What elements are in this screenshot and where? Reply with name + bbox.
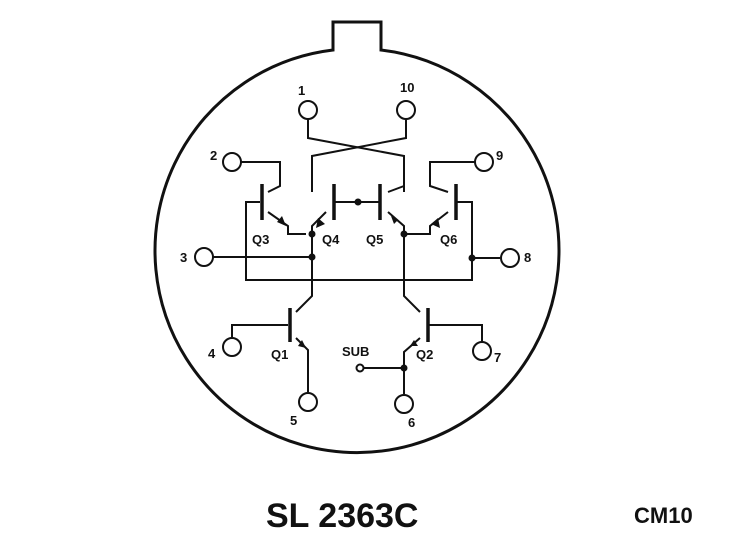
pin-label-2: 2: [210, 148, 217, 163]
pin-4-pad: [222, 337, 242, 357]
pin-8-pad: [500, 248, 520, 268]
pin-pads: [194, 100, 520, 414]
pin-label-6: 6: [408, 415, 415, 430]
device-title: SL 2363C: [266, 497, 418, 535]
pin-7-pad: [472, 341, 492, 361]
pin-1-pad: [298, 100, 318, 120]
transistor-bodies: [260, 184, 458, 342]
pin-10-pad: [396, 100, 416, 120]
package-code: CM10: [634, 503, 693, 528]
pin-label-10: 10: [400, 80, 414, 95]
pin-5-pad: [298, 392, 318, 412]
pin-2-pad: [222, 152, 242, 172]
pin-labels: 1 10 2 9 3 8 4 7 5 6: [180, 80, 531, 430]
pin-label-8: 8: [524, 250, 531, 265]
junction-dots: [308, 198, 476, 372]
pin-label-4: 4: [208, 346, 216, 361]
transistor-label-q4: Q4: [322, 232, 340, 247]
transistor-label-q3: Q3: [252, 232, 269, 247]
pin-label-5: 5: [290, 413, 297, 428]
pin-label-7: 7: [494, 350, 501, 365]
pin-6-pad: [394, 394, 414, 414]
pin-label-9: 9: [496, 148, 503, 163]
transistor-label-q6: Q6: [440, 232, 457, 247]
transistor-label-q5: Q5: [366, 232, 383, 247]
substrate-label: SUB: [342, 344, 369, 359]
circuit-wiring: [213, 118, 500, 394]
pin-9-pad: [474, 152, 494, 172]
transistor-label-q1: Q1: [271, 347, 288, 362]
pin-3-pad: [194, 247, 214, 267]
pin-label-3: 3: [180, 250, 187, 265]
pin-label-1: 1: [298, 83, 305, 98]
emitter-arrows: [277, 216, 440, 348]
transistor-label-q2: Q2: [416, 347, 433, 362]
package-outline: [153, 20, 561, 455]
transistor-labels: Q3 Q4 Q5 Q6 Q1 Q2 SUB: [252, 232, 457, 362]
sub-terminal: [355, 363, 365, 373]
